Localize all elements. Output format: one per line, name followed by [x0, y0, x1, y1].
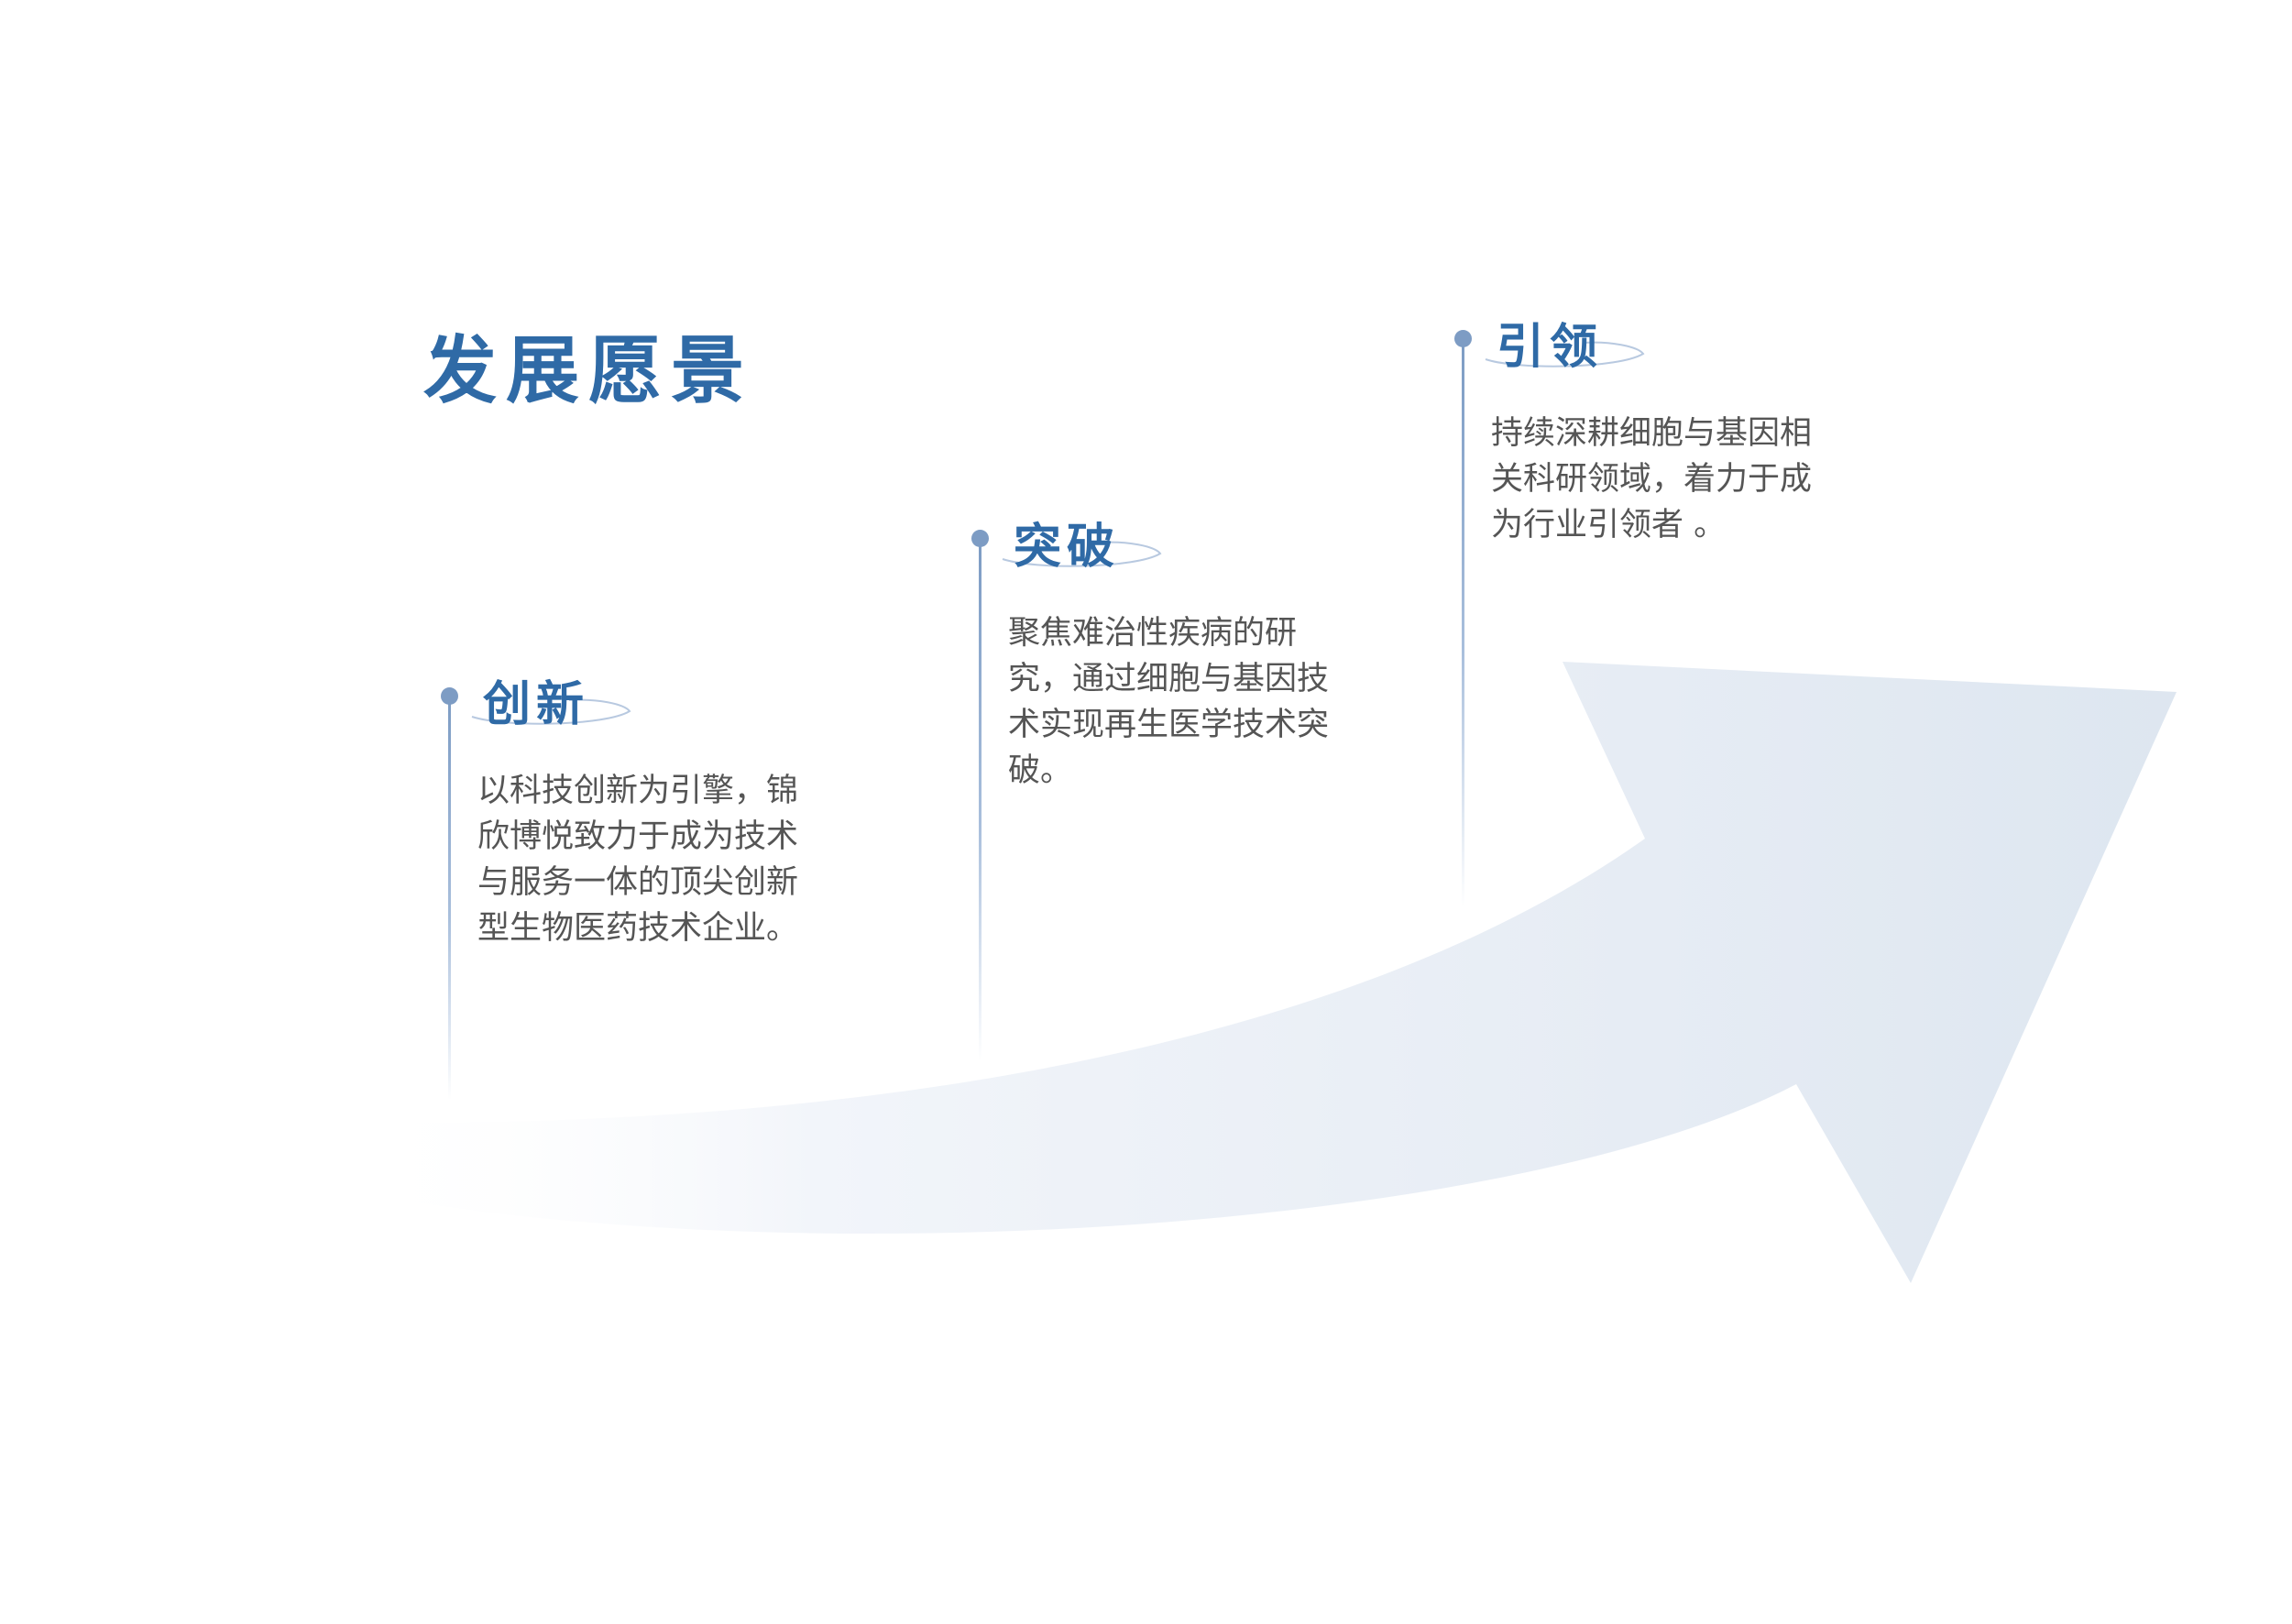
- swoosh-underline: [1002, 541, 1162, 567]
- stage-heading-wrap: 引领: [1482, 308, 1656, 390]
- stage-heading: 突破: [1014, 520, 1121, 575]
- timeline-line: [979, 539, 982, 1061]
- swoosh-underline: [1485, 341, 1645, 368]
- stage-heading-wrap: 创新: [468, 665, 642, 748]
- stage-heading: 引领: [1497, 320, 1604, 375]
- timeline-dot: [1454, 330, 1472, 347]
- timeline-line: [1462, 339, 1464, 907]
- timeline-dot: [971, 530, 989, 547]
- timeline-line: [448, 697, 451, 1100]
- stage-description: 持续深耕细胞与基因相关科研领域，着力于成为行业引领者 。: [1491, 415, 1813, 543]
- stage-description: 聚焦难治性疾病的研究，通过细胞与基因技术实现再生医学技术突破。: [1008, 615, 1330, 789]
- stage-heading: 创新: [483, 677, 590, 732]
- timeline-dot: [441, 687, 458, 705]
- swoosh-underline: [471, 698, 631, 725]
- stage-description: 以科技创新为引擎，锦欣博悦致力于成为技术与服务一体的顶尖创新型生物医药技术企业。: [477, 773, 799, 947]
- stage-heading-wrap: 突破: [999, 508, 1173, 590]
- page-title: 发展愿景: [423, 328, 753, 413]
